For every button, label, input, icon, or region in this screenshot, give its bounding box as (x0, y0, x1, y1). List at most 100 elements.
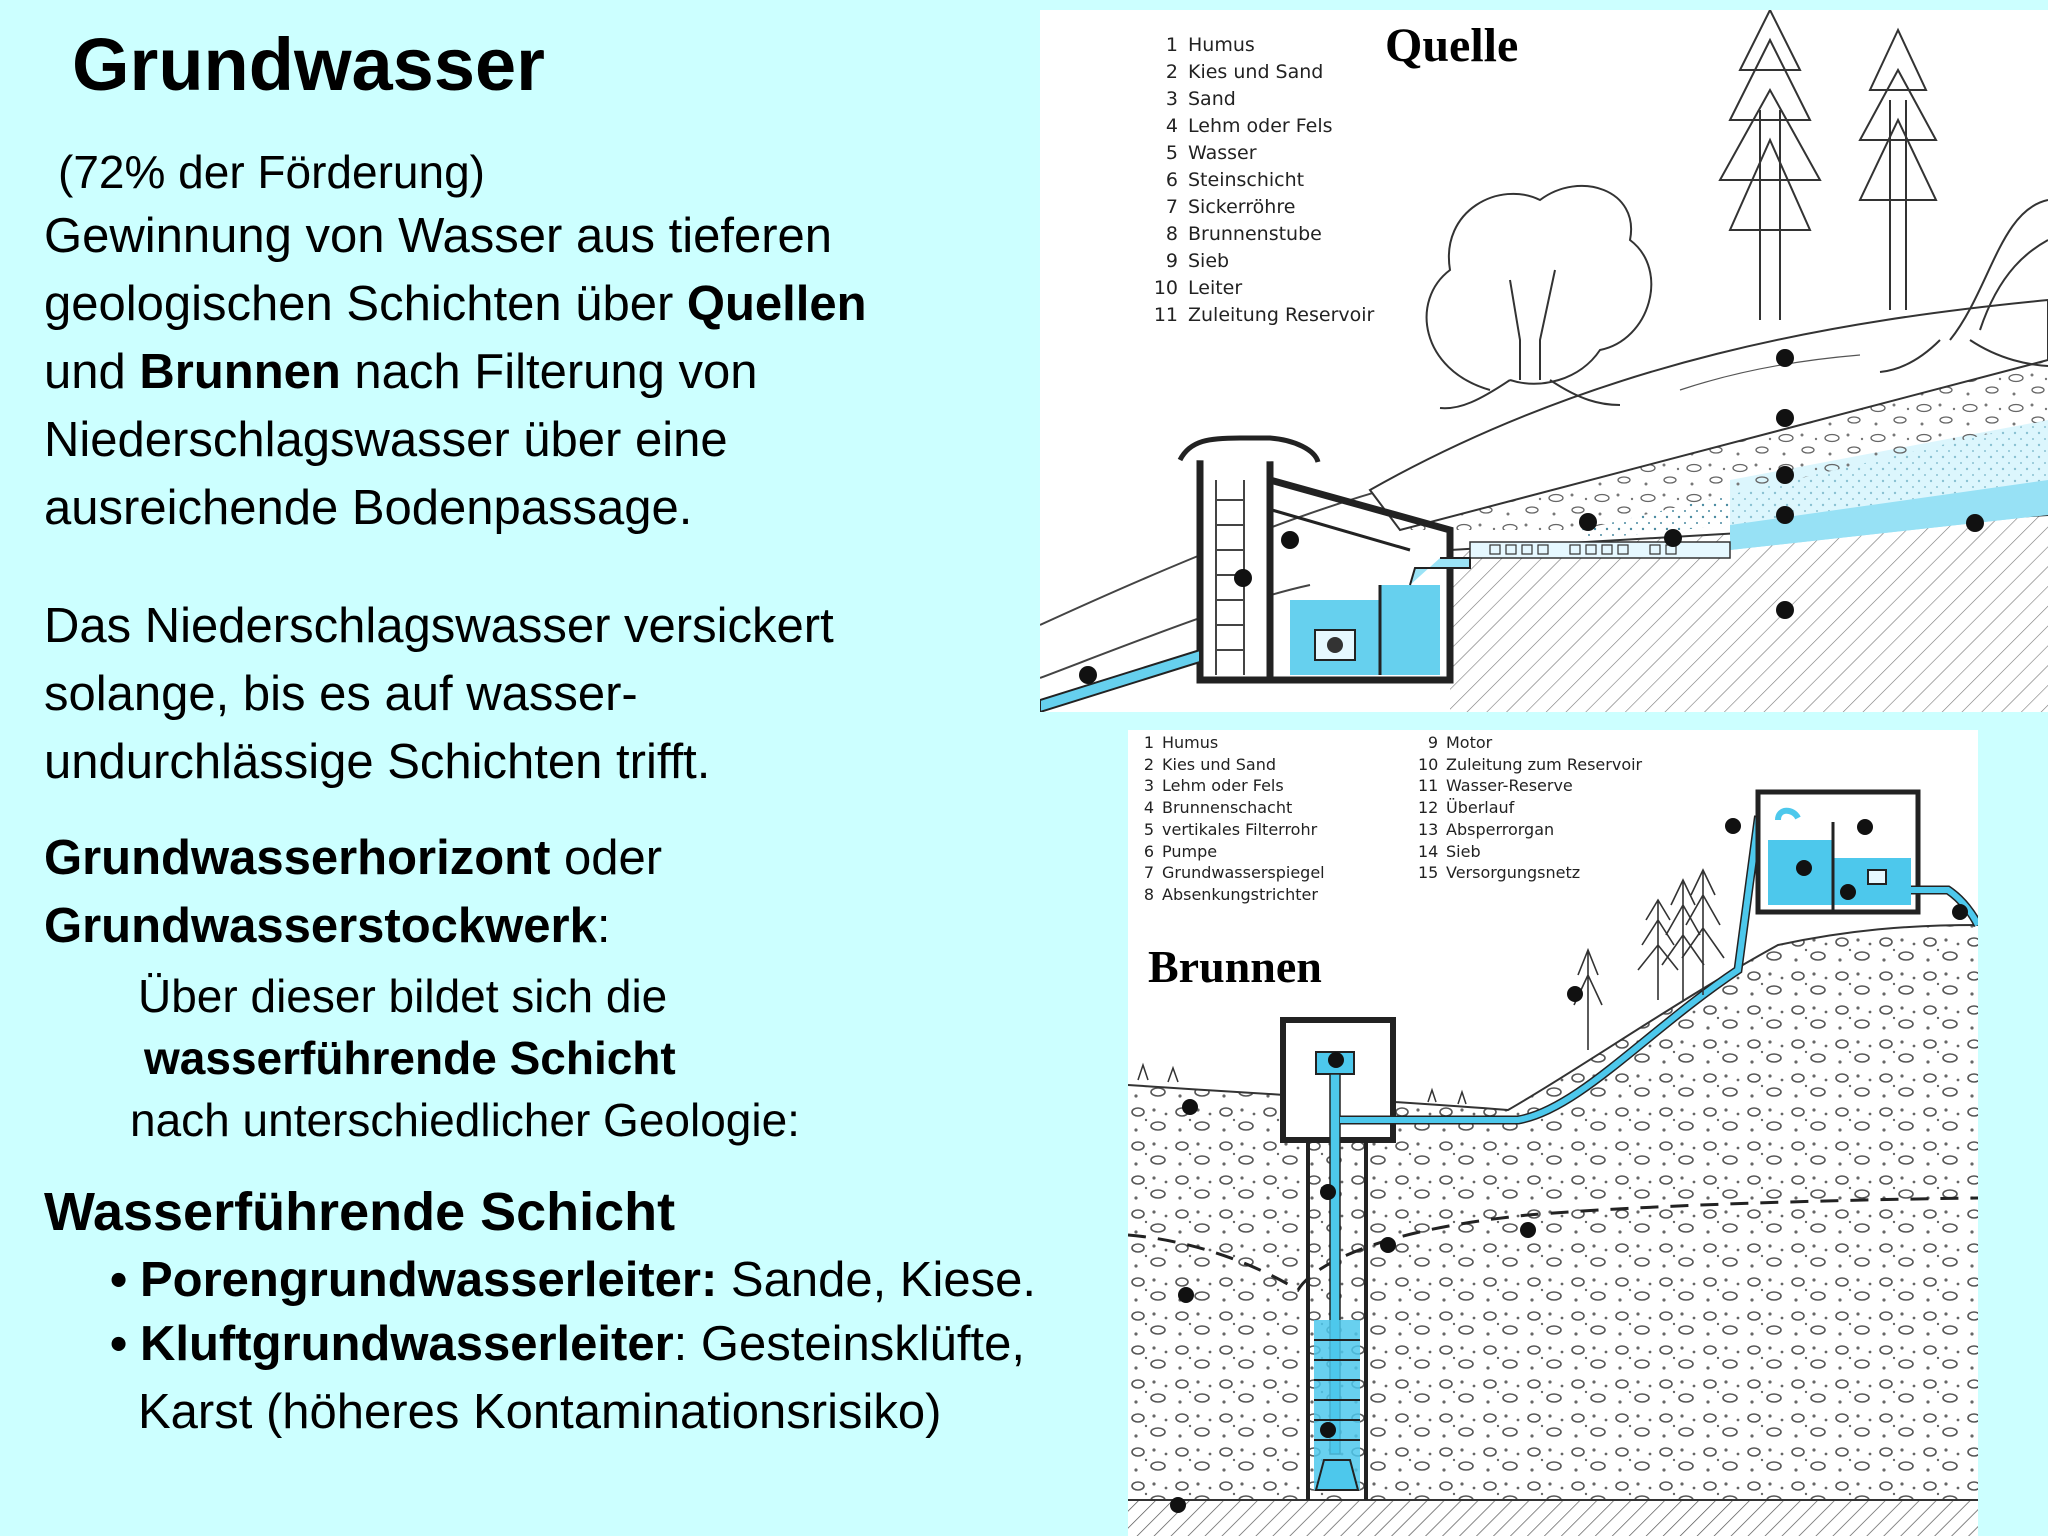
legend-row: 10 Zuleitung zum Reservoir (1418, 754, 1642, 776)
intro-line-1: Gewinnung von Wasser aus tieferen (44, 209, 833, 263)
legend-row: 1 Humus (1150, 32, 1374, 59)
legend-label: Motor (1446, 733, 1493, 752)
horizon-line-1: Grundwasserhorizont oder (44, 824, 662, 892)
legend-number: 11 (1418, 776, 1439, 796)
intro-text: geologischen Schichten über (44, 277, 687, 331)
legend-number: 1 (1165, 34, 1178, 56)
term-quellen: Quellen (686, 277, 867, 331)
intro-text: nach Filterung von (340, 345, 758, 399)
legend-number: 8 (1143, 884, 1154, 904)
legend-label: Absenkungstrichter (1162, 884, 1318, 904)
legend-number: 2 (1143, 754, 1154, 774)
bullet-kluftgrundwasserleiter: Kluftgrundwasserleiter: Gesteinsklüfte, (110, 1310, 1025, 1378)
legend-label: Lehm oder Fels (1188, 115, 1333, 137)
legend-row: 2 Kies und Sand (1150, 59, 1374, 86)
horizon-or: oder (550, 831, 663, 885)
legend-number: 3 (1143, 776, 1154, 796)
legend-number: 4 (1165, 115, 1178, 137)
legend-number: 9 (1427, 733, 1438, 752)
legend-row: 8 Absenkungstrichter (1134, 884, 1325, 906)
legend-label: Steinschicht (1188, 169, 1305, 191)
quelle-illustration (1040, 10, 2048, 712)
quelle-title: Quelle (1385, 19, 1519, 72)
horizon-line-2: Grundwasserstockwerk: (44, 892, 662, 960)
horizon-desc-3: nach unterschiedlicher Geologie: (130, 1094, 800, 1146)
legend-label: Brunnenschacht (1162, 798, 1293, 818)
horizon-colon: : (596, 899, 611, 953)
legend-label: Humus (1162, 733, 1219, 752)
legend-label: Humus (1188, 34, 1255, 56)
intro-line-4: Niederschlagswasser über eine (44, 413, 728, 467)
legend-label: Überlauf (1446, 798, 1515, 818)
seep-line-2: solange, bis es auf wasser- (44, 667, 638, 721)
intro-line-5: ausreichende Bodenpassage. (44, 481, 693, 535)
legend-number: 12 (1418, 798, 1439, 818)
term-grundwasserstockwerk: Grundwasserstockwerk (44, 899, 597, 953)
term-brunnen: Brunnen (139, 345, 341, 399)
seep-line-1: Das Niederschlagswasser versickert (44, 599, 834, 653)
quelle-legend: 1 Humus 2 Kies und Sand 3 Sand 4 Lehm oder F… (1150, 32, 1375, 329)
legend-row: 5 Wasser (1150, 140, 1374, 167)
bullet-text: Sande, Kiese. (717, 1253, 1036, 1307)
legend-label: Sieb (1188, 250, 1230, 272)
legend-number: 2 (1165, 61, 1178, 83)
legend-label: Wasser (1188, 142, 1257, 164)
slide-title: Grundwasser (72, 23, 545, 106)
seep-line-3: undurchlässige Schichten trifft. (44, 735, 711, 789)
horizon-desc-1: Über dieser bildet sich die (138, 970, 668, 1022)
aquifer-heading: Wasserführende Schicht (44, 1182, 676, 1242)
legend-number: 5 (1165, 142, 1178, 164)
legend-number: 10 (1418, 754, 1439, 774)
bullet-text: : Gesteinsklüfte, (673, 1317, 1025, 1371)
legend-row: 11 Zuleitung Reservoir (1150, 302, 1375, 329)
legend-number: 3 (1165, 88, 1178, 110)
legend-number: 8 (1165, 223, 1178, 245)
bullet-porengrundwasserleiter: Porengrundwasserleiter: Sande, Kiese. (110, 1246, 1036, 1314)
legend-label: Sand (1188, 88, 1236, 110)
legend-number: 11 (1153, 304, 1178, 326)
share-note: (72% der Förderung) (58, 146, 485, 198)
legend-row: 4 Lehm oder Fels (1150, 113, 1374, 140)
intro-line-3: und Brunnen nach Filterung von (44, 338, 867, 406)
legend-number: 5 (1143, 819, 1154, 839)
seep-paragraph: Das Niederschlagswasser versickert solan… (44, 592, 834, 796)
brunnen-legend-right: 9 Motor 10 Zuleitung zum Reservoir 11 Wasse… (1418, 732, 1642, 884)
legend-number: 10 (1153, 277, 1178, 299)
legend-row: 11 Wasser-Reserve (1418, 775, 1642, 797)
legend-label: Sieb (1446, 841, 1481, 861)
legend-label: Wasser-Reserve (1446, 776, 1573, 796)
legend-row: 7 Grundwasserspiegel (1134, 862, 1325, 884)
bullet-term: Kluftgrundwasserleiter (140, 1317, 674, 1371)
legend-label: Absperrorgan (1446, 819, 1555, 839)
bullet-term: Porengrundwasserleiter: (140, 1253, 718, 1307)
legend-label: Kies und Sand (1188, 61, 1324, 83)
brunnen-title: Brunnen (1148, 941, 1322, 992)
intro-paragraph: Gewinnung von Wasser aus tieferen geolog… (44, 202, 867, 542)
intro-line-2: geologischen Schichten über Quellen (44, 270, 867, 338)
legend-label: Zuleitung Reservoir (1188, 304, 1375, 326)
horizon-desc-2: wasserführende Schicht (144, 1032, 676, 1084)
legend-label: Grundwasserspiegel (1162, 863, 1325, 883)
legend-label: Zuleitung zum Reservoir (1446, 754, 1643, 774)
legend-label: Pumpe (1162, 841, 1218, 861)
legend-row: 12 Überlauf (1418, 797, 1642, 819)
legend-number: 4 (1143, 798, 1154, 818)
legend-label: Sickerröhre (1188, 196, 1296, 218)
legend-row: 4 Brunnenschacht (1134, 797, 1325, 819)
bullet-continuation: Karst (höheres Kontaminationsrisiko) (138, 1385, 942, 1439)
legend-label: Kies und Sand (1162, 754, 1276, 774)
legend-number: 7 (1143, 863, 1154, 883)
